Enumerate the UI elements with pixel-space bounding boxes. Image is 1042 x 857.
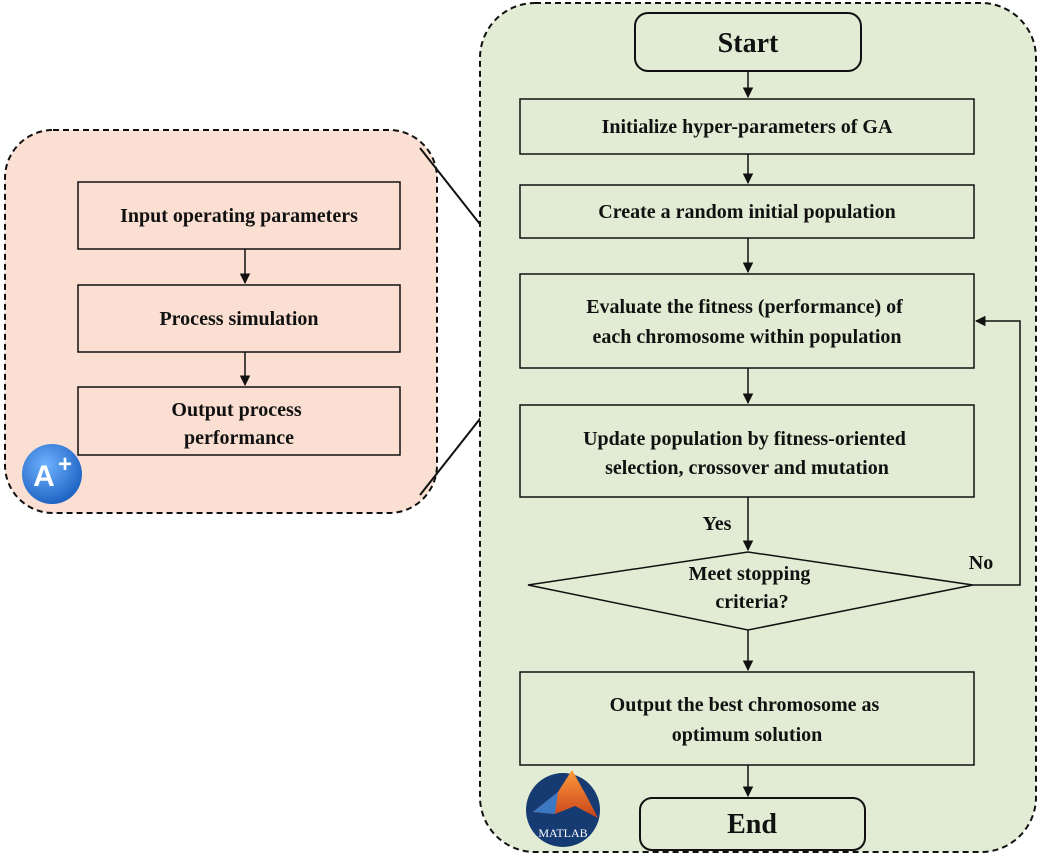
stopping-criteria-label-line2: criteria? [715, 591, 788, 613]
stopping-criteria-label-line1: Meet stopping [689, 563, 811, 585]
svg-text:A: A [33, 460, 55, 493]
svg-text:Evaluate the fitness (performa: Evaluate the fitness (performance) of ea… [586, 296, 908, 348]
update-population-label-line1: Update population by fitness-oriented [583, 428, 906, 450]
evaluate-fitness-label-line1: Evaluate the fitness (performance) of [586, 296, 903, 318]
output-best-label-line1: Output the best chromosome as [610, 694, 880, 716]
output-best-box [519, 671, 975, 766]
svg-text:No: No [969, 552, 993, 574]
create-population-label: Create a random initial population [598, 201, 895, 223]
yes-label: Yes [703, 513, 732, 535]
svg-text:Start: Start [718, 28, 779, 59]
start-label: Start [718, 28, 779, 59]
update-population-box [519, 404, 975, 498]
output-performance-label-line2: performance [184, 427, 294, 449]
svg-text:Input operating parameters: Input operating parameters [120, 205, 358, 227]
svg-text:Output process performance: Output process performance [171, 399, 306, 449]
svg-text:Initialize hyper-parameters of: Initialize hyper-parameters of GA [602, 116, 893, 138]
svg-text:Create a random initial popula: Create a random initial population [598, 201, 895, 223]
aspen-logo-icon: A + [22, 444, 82, 504]
end-box [639, 797, 866, 851]
evaluate-fitness-label-line2: each chromosome within population [592, 326, 901, 348]
svg-text:Update population by fitness-o: Update population by fitness-oriented se… [583, 428, 911, 479]
initialize-label: Initialize hyper-parameters of GA [602, 116, 893, 138]
svg-text:Output the best chromosome as: Output the best chromosome as optimum so… [610, 694, 885, 746]
svg-text:Process simulation: Process simulation [159, 308, 318, 330]
svg-text:Yes: Yes [703, 513, 732, 535]
matlab-logo-icon: MATLAB [526, 770, 600, 847]
input-parameters-box [77, 181, 401, 250]
input-parameters-label: Input operating parameters [120, 205, 358, 227]
create-population-box [519, 184, 975, 239]
process-simulation-box [77, 284, 401, 353]
initialize-box [519, 98, 975, 155]
no-label: No [969, 552, 993, 574]
evaluate-fitness-box [519, 273, 975, 369]
end-label: End [727, 809, 777, 840]
svg-text:+: + [58, 451, 72, 478]
update-population-label-line2: selection, crossover and mutation [605, 457, 889, 479]
output-performance-box [77, 386, 401, 456]
process-simulation-label: Process simulation [159, 308, 318, 330]
output-performance-label-line1: Output process [171, 399, 301, 421]
matlab-logo-text: MATLAB [538, 826, 587, 840]
output-best-label-line2: optimum solution [672, 724, 823, 746]
svg-text:Meet stopping criteria?: Meet stopping criteria? [689, 563, 816, 613]
svg-text:End: End [727, 809, 777, 840]
no-loop-arrow [973, 315, 1021, 586]
